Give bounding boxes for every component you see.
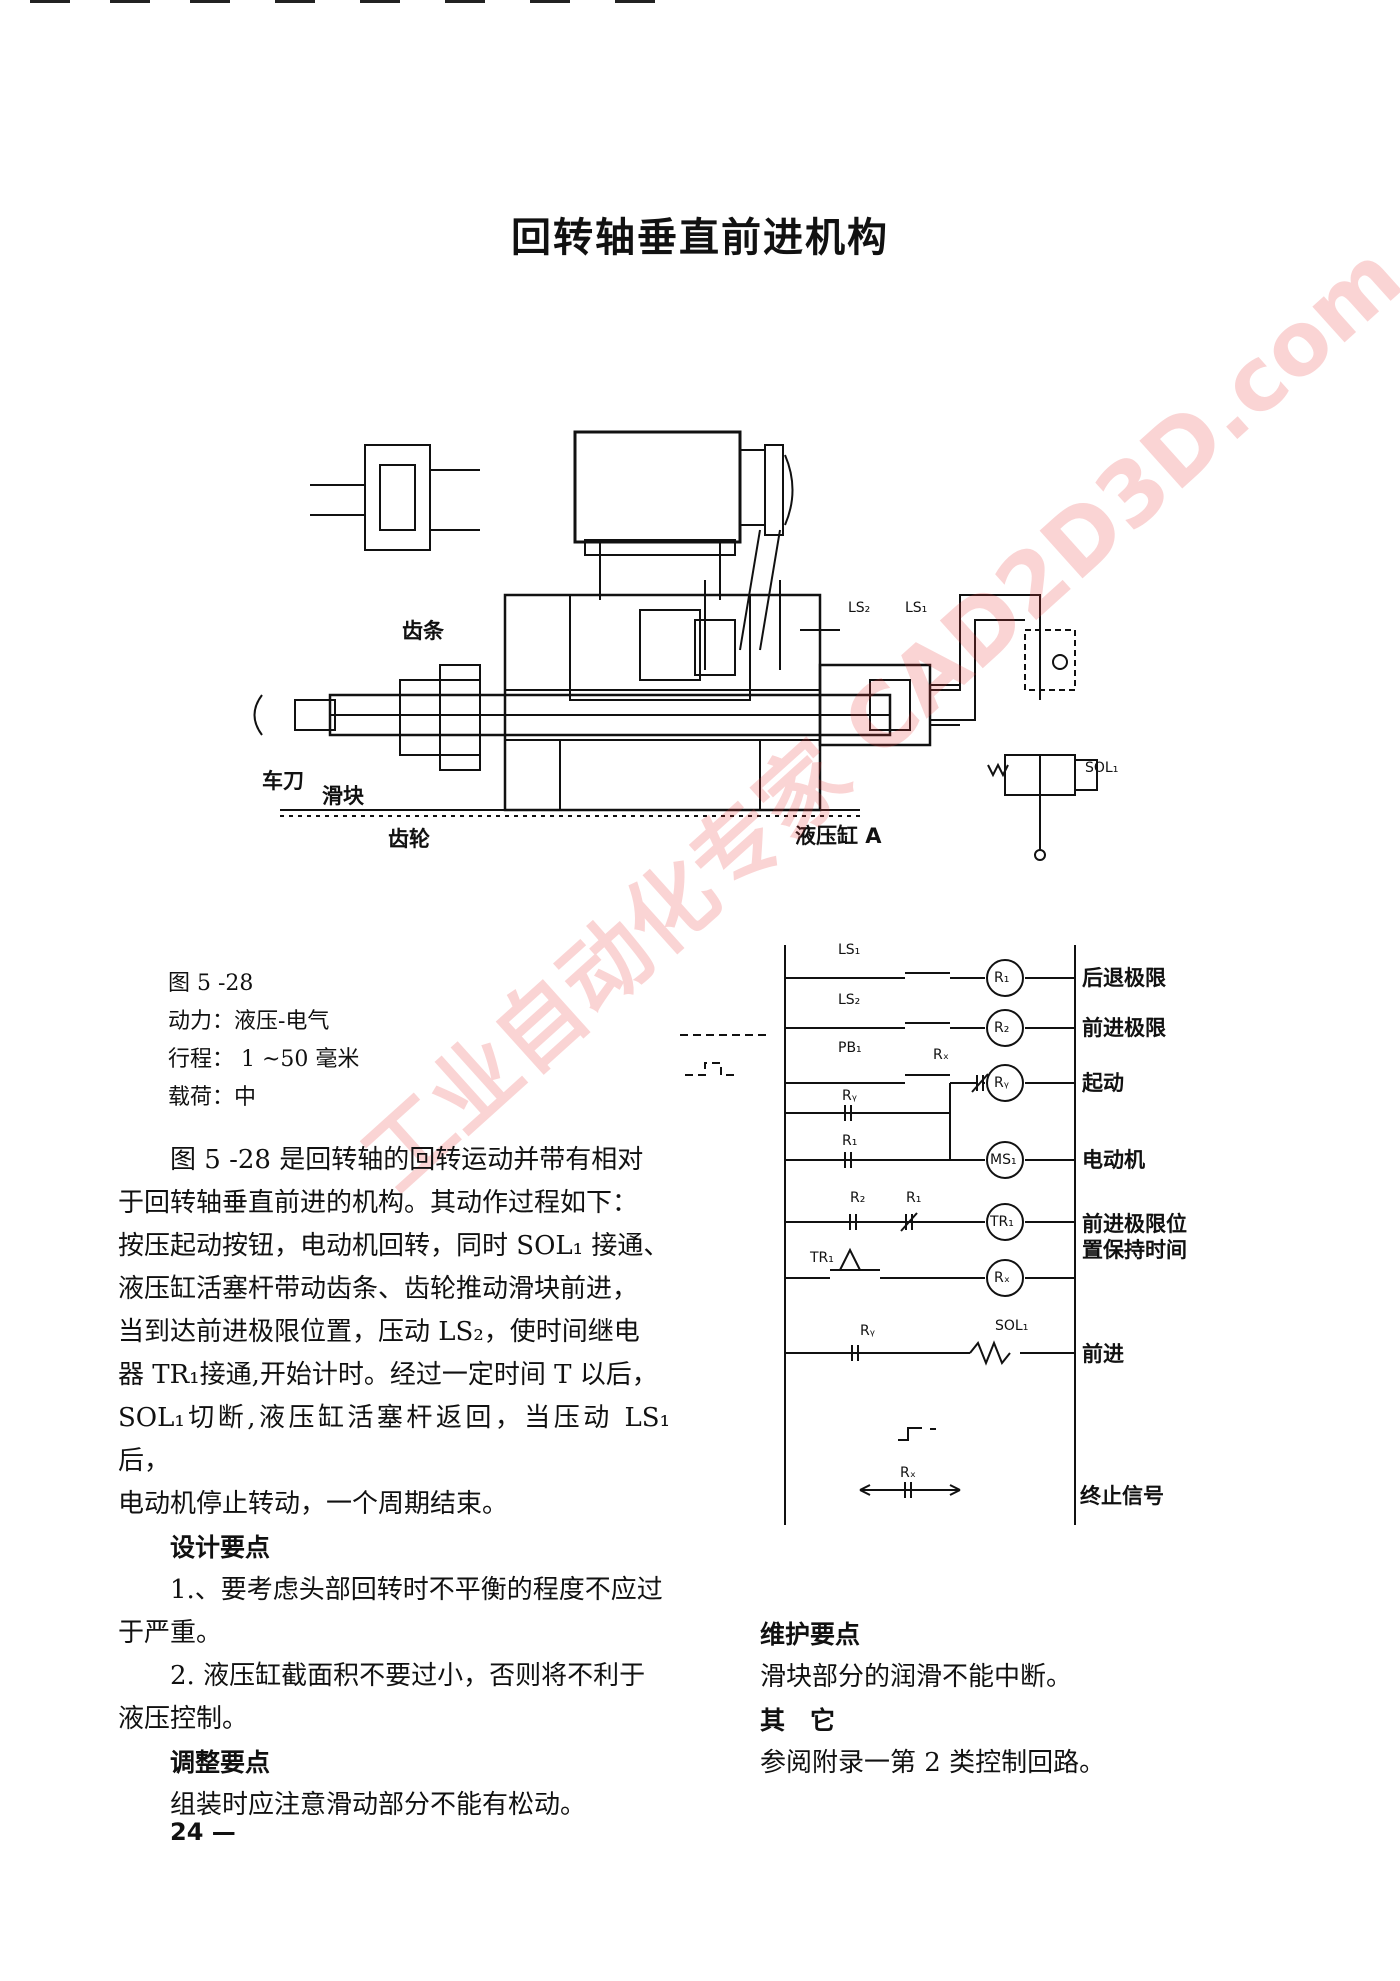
coil-r2: R₂ — [994, 1020, 1010, 1036]
contact-r1: R₁ — [842, 1133, 858, 1149]
para-line: 器 TR₁接通,开始计时。经过一定时间 T 以后， — [118, 1360, 658, 1390]
stroke-spec: 行程： 1 ~50 毫米 — [168, 1047, 360, 1072]
rung-label-start: 起动 — [1082, 1071, 1124, 1095]
scan-mark — [445, 0, 485, 3]
page-title: 回转轴垂直前进机构 — [511, 215, 889, 261]
scan-mark — [615, 0, 655, 3]
contact-r1b: R₁ — [906, 1190, 922, 1206]
coil-ms1: MS₁ — [990, 1152, 1017, 1168]
contact-ry: Rᵧ — [842, 1088, 857, 1104]
rung-label-stop-signal: 终止信号 — [1080, 1484, 1164, 1508]
rung-2 — [785, 1009, 1075, 1047]
label-ls1: LS₁ — [905, 600, 928, 616]
design-heading: 设计要点 — [170, 1533, 271, 1562]
rung-6 — [785, 1247, 1075, 1297]
para-line: 于回转轴垂直前进的机构。其动作过程如下： — [118, 1188, 639, 1218]
figure-number: 图 5 -28 — [168, 971, 254, 996]
label-rack: 齿条 — [402, 619, 444, 643]
rung-1 — [785, 959, 1075, 997]
rung-5 — [785, 1203, 1075, 1241]
scan-mark — [110, 0, 150, 3]
coil-rx: Rₓ — [994, 1270, 1010, 1286]
label-slider: 滑块 — [322, 784, 364, 808]
rung-label-motor: 电动机 — [1082, 1148, 1145, 1172]
right-column: 维护要点 滑块部分的润滑不能中断。 其 它 参阅附录一第 2 类控制回路。 — [760, 1613, 1320, 1785]
label-tool: 车刀 — [262, 769, 304, 793]
label-sol1: SOL₁ — [1085, 760, 1119, 776]
rung-4 — [785, 1141, 1075, 1179]
adjust-text: 组装时应注意滑动部分不能有松动。 — [170, 1790, 587, 1820]
para-line: 图 5 -28 是回转轴的回转运动并带有相对 — [170, 1145, 644, 1175]
other-heading: 其 它 — [760, 1706, 836, 1735]
contact-ls2: LS₂ — [838, 992, 861, 1008]
contact-tr1: TR₁ — [810, 1250, 834, 1266]
rung-7 — [785, 1340, 1075, 1366]
contact-ry2: Rᵧ — [860, 1323, 875, 1339]
coil-r1: R₁ — [994, 970, 1010, 986]
contact-pb1: PB₁ — [838, 1040, 862, 1056]
mechanism-drawing — [253, 430, 1098, 861]
coil-ry: Rᵧ — [994, 1075, 1009, 1091]
para-line: SOL₁切断,液压缸活塞杆返回，当压动 LS₁ 后， — [118, 1403, 670, 1476]
description-paragraph: 图 5 -28 是回转轴的回转运动并带有相对 于回转轴垂直前进的机构。其动作过程… — [118, 1139, 670, 1827]
rung-label-hold-time-2: 置保持时间 — [1082, 1238, 1187, 1262]
coil-tr1: TR₁ — [990, 1214, 1014, 1230]
scan-mark — [360, 0, 400, 3]
scan-mark — [530, 0, 570, 3]
para-line: 电动机停止转动，一个周期结束。 — [118, 1489, 509, 1519]
contact-ls1: LS₁ — [838, 942, 861, 958]
contact-rx: Rₓ — [933, 1047, 949, 1063]
scan-mark — [30, 0, 70, 3]
power-spec: 动力：液压-电气 — [168, 1009, 330, 1034]
figure-meta: 图 5 -28 动力：液压-电气 行程： 1 ~50 毫米 载荷：中 — [168, 965, 359, 1117]
page-number: 24 — — [170, 1818, 236, 1846]
maintain-text: 滑块部分的润滑不能中断。 — [760, 1662, 1073, 1692]
label-cylinder: 液压缸 A — [795, 824, 882, 848]
rung-label-advance: 前进 — [1082, 1342, 1124, 1366]
para-line: 按压起动按钮，电动机回转，同时 SOL₁ 接通、 — [118, 1231, 670, 1261]
design-item-1: 1.、要考虑头部回转时不平衡的程度不应过 — [170, 1575, 663, 1605]
design-item-2-cont: 液压控制。 — [118, 1704, 249, 1734]
rung-label-hold-time-1: 前进极限位 — [1082, 1212, 1187, 1236]
other-text: 参阅附录一第 2 类控制回路。 — [760, 1748, 1106, 1778]
contact-r2: R₂ — [850, 1190, 866, 1206]
load-spec: 载荷：中 — [168, 1085, 257, 1110]
rung-3 — [785, 1064, 1075, 1160]
maintain-heading: 维护要点 — [760, 1620, 861, 1649]
scan-mark — [275, 0, 315, 3]
scan-mark — [190, 0, 230, 3]
rung-8 — [859, 1427, 961, 1498]
label-ls2: LS₂ — [848, 600, 871, 616]
ladder-diagram — [680, 945, 1076, 1525]
para-line: 当到达前进极限位置，压动 LS₂，使时间继电 — [118, 1317, 640, 1347]
rung-label-advance-limit: 前进极限 — [1082, 1016, 1166, 1040]
label-gear: 齿轮 — [388, 827, 430, 851]
design-item-1-cont: 于严重。 — [118, 1618, 223, 1648]
adjust-heading: 调整要点 — [170, 1748, 271, 1777]
design-item-2: 2. 液压缸截面积不要过小，否则将不利于 — [170, 1661, 646, 1691]
contact-sol1: SOL₁ — [995, 1318, 1029, 1334]
para-line: 液压缸活塞杆带动齿条、齿轮推动滑块前进， — [118, 1274, 639, 1304]
rung-label-retract-limit: 后退极限 — [1082, 966, 1166, 990]
contact-rx2: Rₓ — [900, 1465, 916, 1481]
